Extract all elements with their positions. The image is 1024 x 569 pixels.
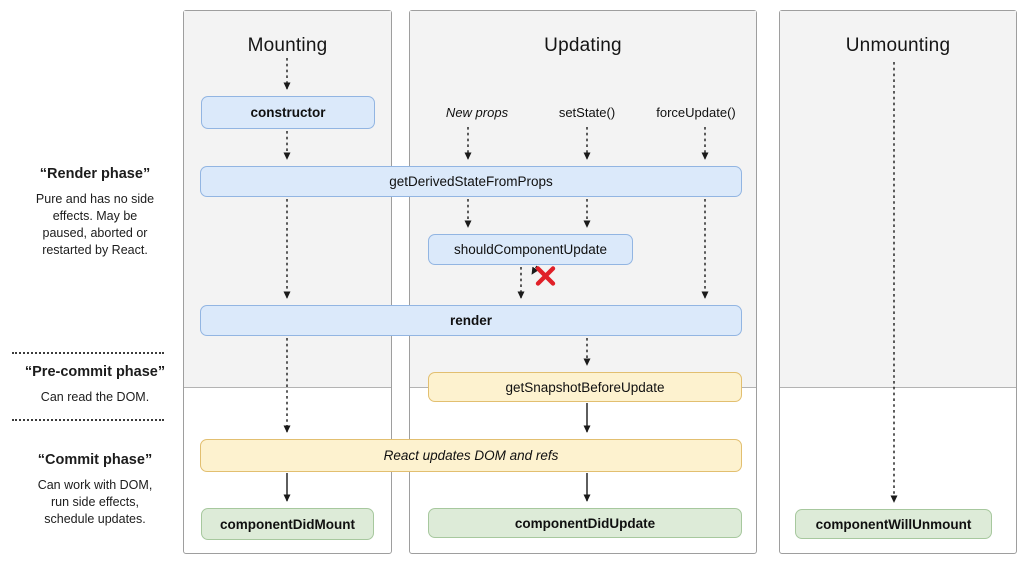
phase-title: “Pre-commit phase” (24, 364, 166, 380)
panel-unmounting: Unmounting (779, 10, 1017, 554)
column-title-unmounting: Unmounting (845, 35, 951, 56)
box-constructor[interactable]: constructor (201, 96, 375, 129)
render-phase-region (780, 11, 1016, 388)
box-componentdidupdate[interactable]: componentDidUpdate (428, 508, 742, 538)
box-getderivedstatefromprops[interactable]: getDerivedStateFromProps (200, 166, 742, 197)
phase-description: Can read the DOM. (40, 390, 150, 404)
phase-title: “Render phase” (39, 166, 151, 182)
cancel-x-icon (535, 266, 556, 286)
box-shouldcomponentupdate[interactable]: shouldComponentUpdate (428, 234, 633, 265)
column-title-updating: Updating (544, 35, 622, 56)
phase-separator (12, 419, 164, 421)
phase-description: Can work with DOM, run side effects, sch… (37, 478, 153, 526)
phase-description: Pure and has no side effects. May be pau… (35, 192, 155, 257)
box-componentdidmount[interactable]: componentDidMount (201, 508, 374, 540)
column-title-mounting: Mounting (247, 35, 328, 56)
trigger-set-state: setState() (558, 105, 616, 120)
box-render[interactable]: render (200, 305, 742, 336)
phase-title: “Commit phase” (37, 452, 153, 468)
trigger-force-update: forceUpdate() (656, 105, 736, 120)
phase-label-commit: “Commit phase” Can work with DOM, run si… (0, 452, 190, 528)
trigger-new-props: New props (445, 105, 509, 120)
box-componentwillunmount[interactable]: componentWillUnmount (795, 509, 992, 539)
phase-label-render: “Render phase” Pure and has no side effe… (0, 166, 190, 259)
box-react-updates-dom: React updates DOM and refs (200, 439, 742, 472)
phase-separator (12, 352, 164, 354)
box-getsnapshotbeforeupdate[interactable]: getSnapshotBeforeUpdate (428, 372, 742, 402)
phase-label-precommit: “Pre-commit phase” Can read the DOM. (0, 364, 190, 406)
